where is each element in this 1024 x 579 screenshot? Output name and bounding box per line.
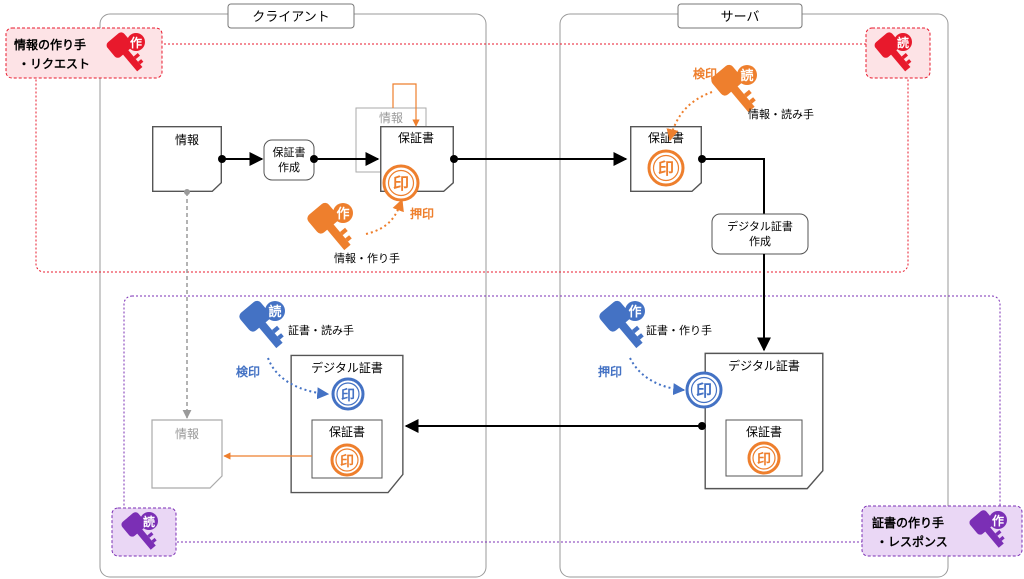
legend-info-author-line1: 情報の作り手	[14, 37, 86, 52]
guarantee-document-client: 保証書	[380, 126, 454, 192]
stamp-icon: 印	[747, 441, 781, 475]
legend-cert-author-line1: 証書の作り手	[872, 515, 944, 530]
cert-author-stamp-path	[629, 357, 686, 396]
svg-text:読: 読	[143, 514, 155, 529]
cert-author-caption: 証書・作り手	[646, 323, 712, 337]
key-icon: 読	[119, 510, 162, 555]
svg-text:印: 印	[393, 174, 409, 193]
svg-text:印: 印	[341, 387, 355, 404]
server-column-title-box	[677, 3, 803, 29]
stamp-icon: 印	[685, 371, 723, 409]
key-icon: 作	[306, 200, 358, 256]
svg-text:情報: 情報	[175, 427, 199, 441]
stamp-icon: 印	[647, 149, 685, 187]
svg-text:デジタル証書: デジタル証書	[728, 358, 800, 373]
client-column-title: クライアント	[252, 10, 329, 25]
svg-text:印: 印	[340, 453, 354, 470]
key-icon: 作	[967, 508, 1010, 553]
cert-author-action: 押印	[598, 364, 622, 379]
svg-text:作: 作	[992, 513, 1004, 528]
stamp-icon: 印	[331, 377, 365, 411]
svg-text:印: 印	[696, 381, 712, 400]
svg-text:作成: 作成	[278, 161, 300, 174]
svg-text:作: 作	[628, 304, 641, 320]
key-icon: 作	[104, 30, 149, 77]
response-zone	[123, 295, 1001, 543]
arrow-info-to-result-origin	[184, 189, 190, 195]
svg-text:保証書: 保証書	[329, 425, 365, 439]
info-author-action: 押印	[410, 206, 434, 221]
request-zone	[35, 43, 909, 273]
cert-reader-action: 検印	[236, 364, 260, 379]
stamp-icon: 印	[330, 443, 364, 477]
cert-reader-check-path	[267, 357, 330, 400]
svg-text:情報: 情報	[379, 111, 403, 125]
digital-cert-server: デジタル証書 保証書	[704, 352, 824, 490]
make-guarantee-process: 保証書 作成	[263, 139, 315, 181]
legend-cert-author-line2: ・レスポンス	[876, 534, 948, 549]
info-author-stamp-path	[365, 198, 404, 235]
svg-text:読: 読	[740, 68, 753, 84]
info-result-document: 情報	[151, 419, 223, 489]
make-digital-process: デジタル証書 作成	[711, 213, 809, 255]
info-reader-caption: 情報・読み手	[748, 107, 814, 121]
legend-info-author-line2: ・リクエスト	[18, 57, 90, 71]
svg-text:作: 作	[336, 206, 349, 222]
info-document: 情報	[152, 126, 222, 192]
self-loop-arrow	[392, 83, 420, 127]
info-author-caption: 情報・作り手	[334, 251, 400, 265]
cert-reader-caption: 証書・読み手	[288, 323, 354, 337]
svg-text:デジタル証書: デジタル証書	[727, 219, 793, 233]
svg-text:保証書: 保証書	[648, 131, 684, 145]
svg-text:読: 読	[897, 35, 909, 50]
server-column-title: サーバ	[721, 10, 760, 25]
stamp-icon: 印	[382, 164, 420, 202]
client-column-title-box	[227, 3, 355, 29]
arrow-guarantee-to-digital-process	[698, 155, 765, 214]
svg-text:印: 印	[757, 451, 771, 468]
info-reader-check-path	[666, 91, 713, 142]
key-icon: 作	[598, 298, 650, 354]
svg-text:情報: 情報	[175, 133, 199, 147]
svg-text:保証書: 保証書	[398, 131, 434, 145]
key-icon: 読	[872, 30, 917, 77]
svg-text:保証書: 保証書	[746, 425, 782, 439]
key-icon: 読	[710, 62, 762, 118]
svg-text:印: 印	[658, 159, 674, 178]
svg-text:保証書: 保証書	[273, 145, 306, 159]
svg-text:読: 読	[268, 304, 281, 320]
key-icon: 読	[238, 298, 290, 354]
svg-text:作: 作	[130, 35, 142, 50]
info-reader-action: 検印	[693, 66, 717, 81]
svg-text:デジタル証書: デジタル証書	[311, 360, 383, 375]
svg-text:作成: 作成	[749, 235, 771, 248]
